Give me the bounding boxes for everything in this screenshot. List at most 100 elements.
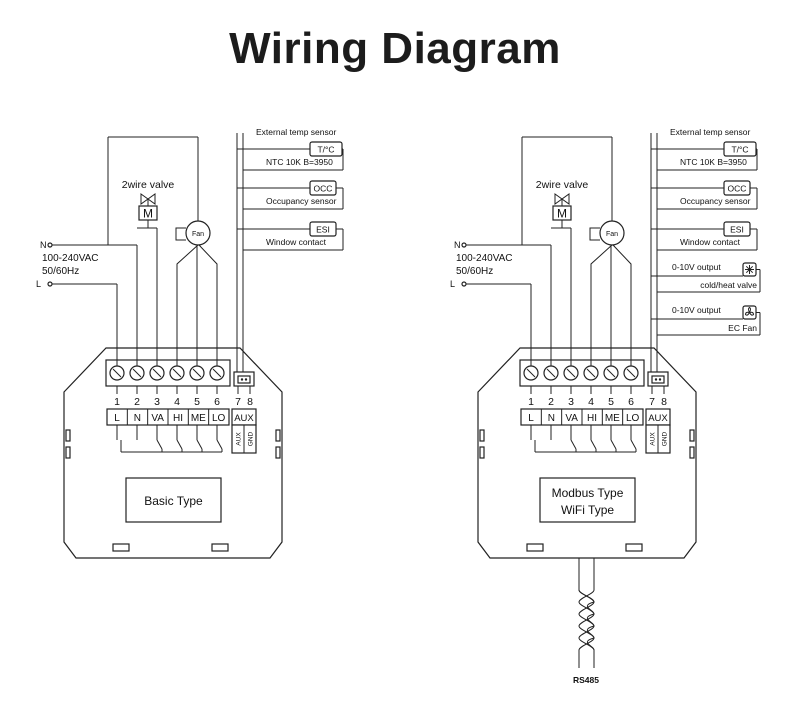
- terminal-number: 4: [174, 396, 180, 408]
- page-title: Wiring Diagram: [229, 24, 561, 73]
- valve-icon: [554, 193, 570, 205]
- terminal-number: 8: [661, 396, 667, 408]
- screw-slot: [566, 368, 576, 378]
- terminal-number: 2: [134, 396, 140, 408]
- terminal-label: ME: [191, 413, 206, 424]
- fan-housing: [175, 227, 186, 241]
- screw-slot: [606, 368, 616, 378]
- relay-contact: [176, 439, 183, 450]
- terminal-label: HI: [587, 413, 597, 424]
- fan-blades: [744, 306, 755, 316]
- housing-foot: [112, 543, 130, 552]
- supply-n-terminal: [47, 242, 53, 248]
- wire-fan-lo: [198, 244, 218, 366]
- type-label-box: [125, 477, 222, 523]
- screw-slot: [192, 368, 202, 378]
- supply-n-terminal: [461, 242, 467, 248]
- rs485-label: RS485: [573, 675, 599, 685]
- housing-body: [63, 347, 283, 559]
- housing-foot: [625, 543, 643, 552]
- vent-slot: [65, 446, 71, 459]
- sensor-header: External temp sensor: [670, 127, 750, 137]
- terminal-number: 8: [247, 396, 253, 408]
- sensor-header: External temp sensor: [256, 127, 336, 137]
- motor-label: M: [143, 207, 153, 221]
- terminal-number: 1: [528, 396, 534, 408]
- output-description: cold/heat valve: [700, 280, 757, 290]
- aux-sub-label: GND: [662, 431, 669, 446]
- terminal-label: L: [114, 413, 120, 424]
- relay-contact: [196, 439, 203, 450]
- housing-body: [477, 347, 697, 559]
- terminal-label: N: [134, 413, 141, 424]
- vent-slot: [689, 429, 695, 442]
- terminal-label: L: [528, 413, 534, 424]
- supply-frequency: 50/60Hz: [456, 266, 493, 277]
- sensor-description: Window contact: [266, 237, 327, 247]
- supply-l-terminal: [461, 281, 467, 287]
- type-label-box: [539, 477, 636, 523]
- output-label: 0-10V output: [672, 262, 721, 272]
- screw-slot: [132, 368, 142, 378]
- fan-label: Fan: [606, 231, 618, 238]
- aux-sub-label: GND: [248, 431, 255, 446]
- supply-frequency: 50/60Hz: [42, 266, 79, 277]
- vent-slot: [479, 446, 485, 459]
- vent-slot: [479, 429, 485, 442]
- terminal-label: ME: [605, 413, 620, 424]
- aux-connector-socket: [651, 375, 665, 384]
- type-label: Basic Type: [144, 494, 203, 508]
- screw-slot: [586, 368, 596, 378]
- relay-contact: [630, 439, 637, 450]
- housing-foot: [526, 543, 544, 552]
- wire-fan-hi: [590, 244, 613, 366]
- sensor-description: Occupancy sensor: [680, 196, 751, 206]
- sensor-description: NTC 10K B=3950: [680, 157, 747, 167]
- relay-contact: [156, 439, 163, 450]
- sensor-description: Occupancy sensor: [266, 196, 337, 206]
- terminal-number: 5: [194, 396, 200, 408]
- type-label: WiFi Type: [561, 503, 614, 517]
- terminal-number: 2: [548, 396, 554, 408]
- terminal-block: [105, 359, 231, 387]
- wire-fan-hi: [176, 244, 199, 366]
- supply-l-label: L: [450, 279, 455, 289]
- screw-slot: [212, 368, 222, 378]
- aux-label: AUX: [648, 413, 668, 424]
- terminal-number: 7: [235, 396, 241, 408]
- terminal-label: N: [548, 413, 555, 424]
- terminal-number: 3: [154, 396, 160, 408]
- terminal-number: 5: [608, 396, 614, 408]
- aux-pin: [654, 378, 658, 381]
- screw-slot: [112, 368, 122, 378]
- valve-label: 2wire valve: [122, 179, 175, 191]
- vent-slot: [65, 429, 71, 442]
- output-description: EC Fan: [728, 323, 757, 333]
- sensor-tag: OCC: [728, 184, 747, 194]
- terminal-number: 1: [114, 396, 120, 408]
- terminal-number: 4: [588, 396, 594, 408]
- aux-sub-label: AUX: [236, 432, 243, 446]
- motor-label: M: [557, 207, 567, 221]
- vent-slot: [275, 429, 281, 442]
- screw-slot: [626, 368, 636, 378]
- supply-n-label: N: [40, 240, 47, 250]
- sensor-tag: OCC: [314, 184, 333, 194]
- aux-pin: [240, 378, 244, 381]
- supply-l-label: L: [36, 279, 41, 289]
- terminal-number: 6: [628, 396, 634, 408]
- rs485-twisted-pair: [578, 589, 595, 651]
- aux-pin: [244, 378, 248, 381]
- screw-slot: [172, 368, 182, 378]
- terminal-label: LO: [626, 413, 640, 424]
- wire-fan-lo: [612, 244, 632, 366]
- fan-label: Fan: [192, 231, 204, 238]
- valve-icon: [140, 193, 156, 205]
- output-label: 0-10V output: [672, 305, 721, 315]
- housing-foot: [211, 543, 229, 552]
- aux-pin: [658, 378, 662, 381]
- screw-slot: [546, 368, 556, 378]
- terminal-label: LO: [212, 413, 226, 424]
